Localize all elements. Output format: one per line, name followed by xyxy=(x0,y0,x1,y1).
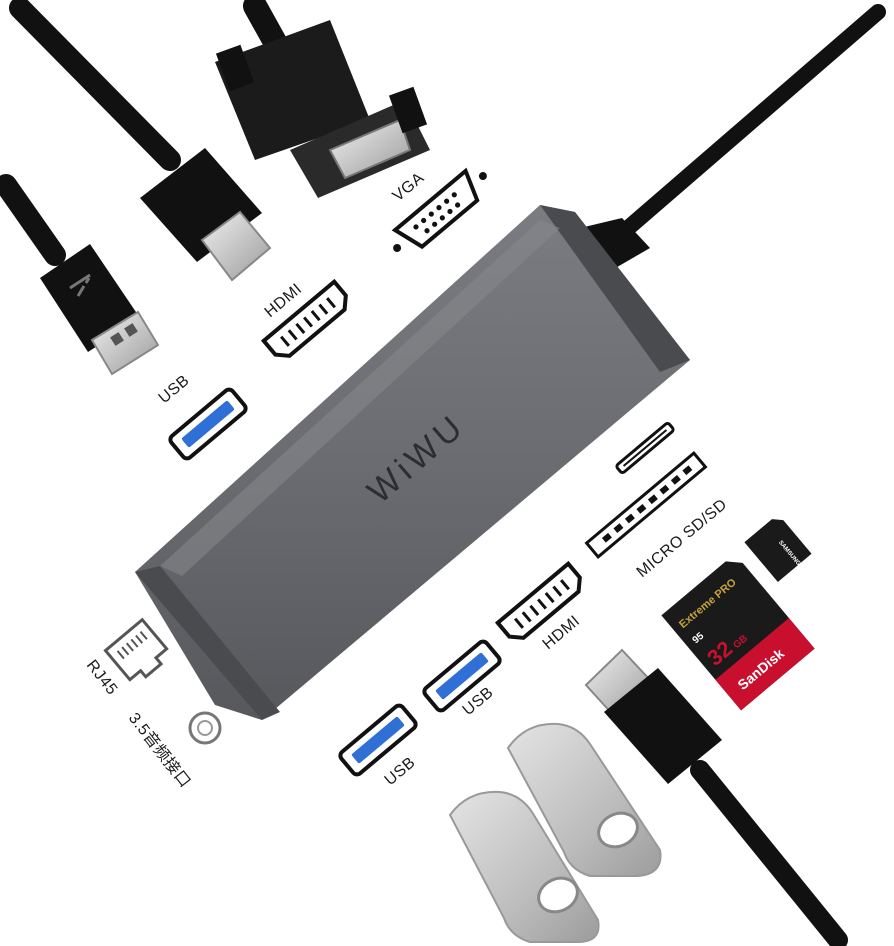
usb-port-icon-bottom-right xyxy=(422,639,502,713)
usb-flash-drive-left xyxy=(448,790,600,943)
usb-a-cable xyxy=(0,174,160,376)
sd-card: Extreme PRO 95 32 GB SanDisk xyxy=(661,561,815,711)
audio-jack-icon xyxy=(188,711,222,745)
micro-sd-card: SAMSUNG xyxy=(744,519,812,583)
micro-sd-slot-icon xyxy=(615,422,675,474)
usb-port-icon-bottom-left xyxy=(338,703,418,777)
hdmi-cable-top xyxy=(9,0,272,282)
micro-sd-label: MICRO SD/SD xyxy=(634,496,731,581)
vga-port-icon xyxy=(391,167,487,252)
rj45-port-icon xyxy=(103,617,169,682)
vga-cable xyxy=(215,0,430,198)
sd-slot-icon xyxy=(584,450,708,560)
usb-label-bottom-left: USB xyxy=(382,754,419,789)
hdmi-label-top: HDMI xyxy=(262,280,306,321)
hub-body: WiWU xyxy=(135,205,690,720)
usb-port-icon-top xyxy=(168,387,248,461)
usb-flash-drive-right xyxy=(506,722,662,877)
vga-label: VGA xyxy=(390,169,428,205)
usb-label-top: USB xyxy=(156,372,193,407)
hdmi-port-icon-top xyxy=(260,278,348,358)
audio-label: 3.5音频接口 xyxy=(125,709,194,791)
hdmi-cable-bottom xyxy=(584,648,848,946)
hdmi-port-icon-bottom xyxy=(494,560,582,640)
hub-cable xyxy=(580,4,886,270)
